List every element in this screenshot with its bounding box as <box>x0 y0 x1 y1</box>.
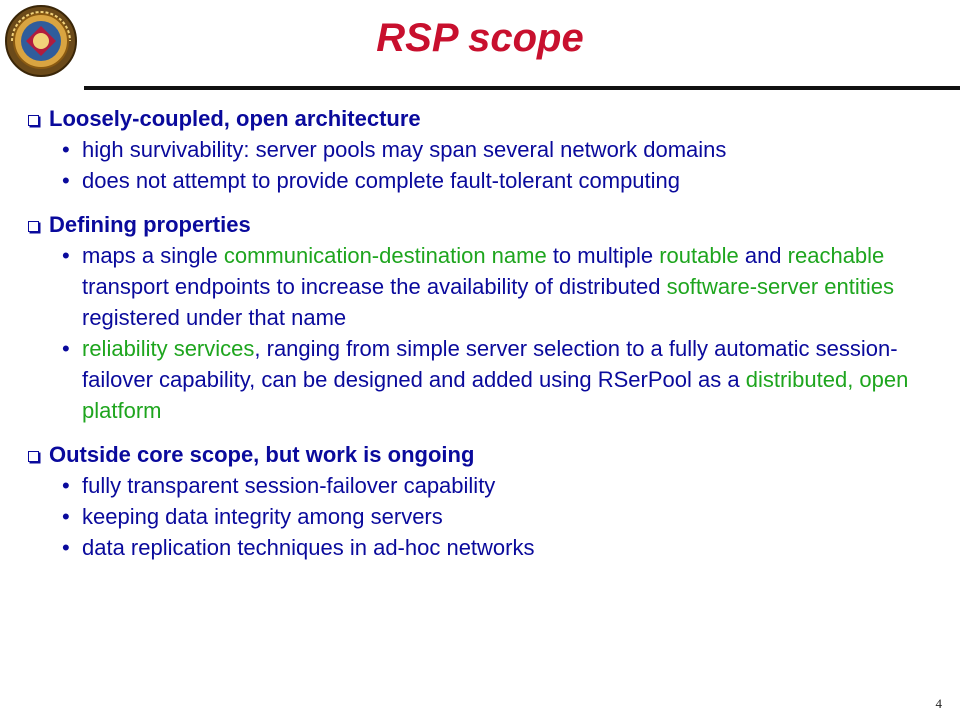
bullet-text: does not attempt to provide complete fau… <box>82 168 681 193</box>
highlight-span: reliability services <box>82 336 255 361</box>
highlight-span: routable <box>659 243 739 268</box>
text-span: to multiple <box>546 243 660 268</box>
bullet-item: • keeping data integrity among servers <box>28 501 948 532</box>
bullet-item: • high survivability: server pools may sp… <box>28 134 948 165</box>
bullet-dot-icon: • <box>62 243 70 268</box>
checkbox-bullet-icon <box>28 220 39 232</box>
bullet-text: keeping data integrity among servers <box>82 504 443 529</box>
text-span: transport endpoints to increase the avai… <box>82 274 667 299</box>
checkbox-bullet-icon <box>28 114 39 126</box>
seal-logo-icon <box>5 5 77 77</box>
page-number: 4 <box>935 696 943 711</box>
checkbox-bullet-icon <box>28 450 39 462</box>
text-span: registered under that name <box>82 305 347 330</box>
highlight-span: distributed, open platform <box>82 367 909 423</box>
highlight-span: communication-destination name <box>223 243 547 268</box>
section-outside-scope: Outside core scope, but work is ongoing … <box>28 440 948 563</box>
slide-content: Loosely-coupled, open architecture • high… <box>28 104 948 577</box>
bullet-item: • maps a single communication-destination… <box>28 240 948 333</box>
bullet-dot-icon: • <box>62 137 70 162</box>
bullet-dot-icon: • <box>62 473 70 498</box>
text-span: maps a single <box>82 243 224 268</box>
section-architecture: Loosely-coupled, open architecture • high… <box>28 104 948 196</box>
bullet-item: • does not attempt to provide complete fa… <box>28 165 948 196</box>
page-title: RSP scope <box>376 16 584 60</box>
title-divider <box>84 86 960 90</box>
bullet-text: high survivability: server pools may spa… <box>82 137 727 162</box>
bullet-item: • data replication techniques in ad-hoc n… <box>28 532 948 563</box>
bullet-dot-icon: • <box>62 504 70 529</box>
text-span: and <box>738 243 788 268</box>
bullet-item: • reliability services, ranging from simp… <box>28 333 948 426</box>
section-properties: Defining properties • maps a single commu… <box>28 210 948 426</box>
highlight-span: software-server entities <box>666 274 894 299</box>
bullet-dot-icon: • <box>62 168 70 193</box>
bullet-text: data replication techniques in ad-hoc ne… <box>82 535 535 560</box>
section-heading: Outside core scope, but work is ongoing <box>28 440 948 470</box>
section-heading: Loosely-coupled, open architecture <box>28 104 948 134</box>
section-heading: Defining properties <box>28 210 948 240</box>
bullet-text: fully transparent session-failover capab… <box>82 473 496 498</box>
bullet-dot-icon: • <box>62 336 70 361</box>
bullet-item: • fully transparent session-failover capa… <box>28 470 948 501</box>
bullet-dot-icon: • <box>62 535 70 560</box>
text-span: , ranging from simple server selection t… <box>82 336 898 392</box>
highlight-span: reachable <box>787 243 885 268</box>
